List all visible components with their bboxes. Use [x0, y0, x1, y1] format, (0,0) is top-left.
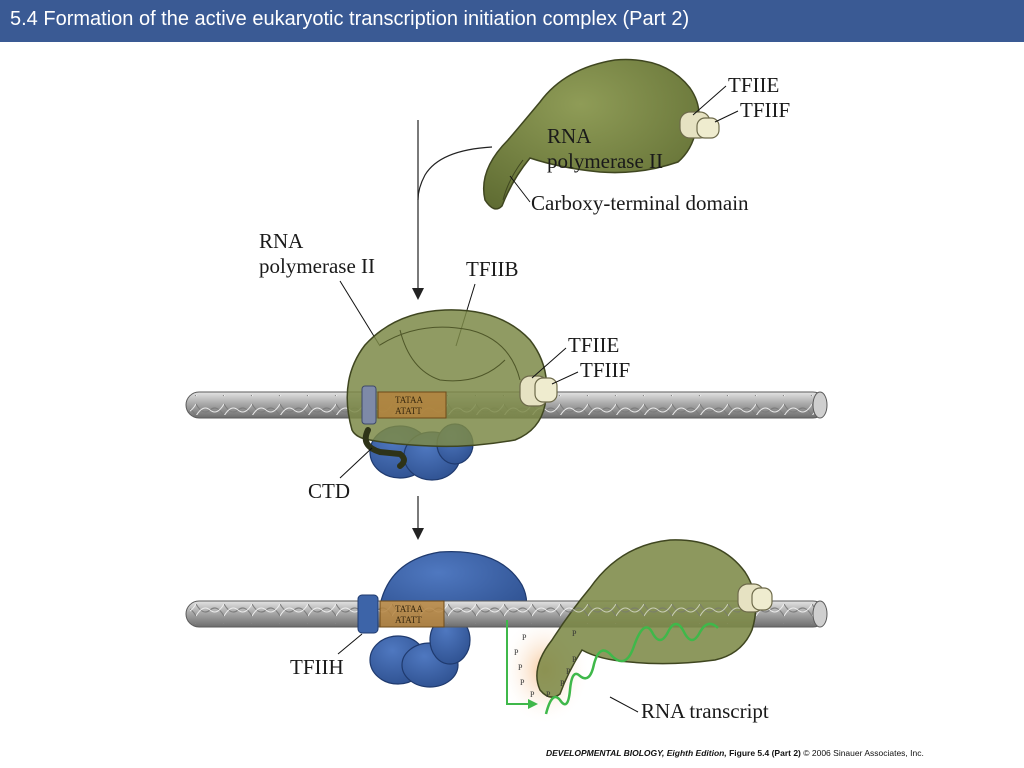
credit-book: DEVELOPMENTAL BIOLOGY, Eighth Edition,	[546, 748, 727, 758]
top-tfiif-label: TFIIF	[740, 98, 790, 122]
tfiib-outline	[379, 326, 521, 382]
top-tfiie-leader	[692, 85, 727, 116]
mid-ctd-hook	[362, 427, 407, 469]
carboxy-terminal-domain-label: Carboxy-terminal domain	[531, 191, 749, 215]
bottom-tata-top: TATAA	[395, 604, 424, 614]
bottom-tfiid-clamp	[357, 594, 379, 634]
top-tfiie-tfiif-blob	[679, 111, 720, 139]
credit-copyright: © 2006 Sinauer Associates, Inc.	[803, 748, 924, 758]
mid-tfiie-tfiif-blob	[519, 375, 558, 407]
tfiih-leader	[337, 633, 363, 655]
bottom-tata-box	[379, 600, 445, 628]
top-polymerase-label: polymerase II	[547, 149, 663, 173]
top-tfiie-label: TFIIE	[728, 73, 779, 97]
credit-figure: Figure 5.4 (Part 2)	[726, 748, 804, 758]
ctd-label: CTD	[308, 479, 350, 503]
svg-text:P: P	[572, 655, 577, 664]
transcription-diagram: TFIIE TFIIF RNA polymerase II Carboxy-te…	[185, 58, 828, 725]
mid-tfiie-leader	[531, 347, 567, 379]
ctd-short-leader	[339, 447, 373, 479]
bottom-dna-inside	[570, 604, 740, 624]
figure-credit: DEVELOPMENTAL BIOLOGY, Eighth Edition, F…	[546, 748, 924, 758]
mid-tfiif-leader	[551, 371, 579, 385]
mid-rna-polymerase-body	[346, 309, 548, 448]
svg-text:P: P	[522, 633, 527, 642]
top-polymerase-group	[482, 58, 720, 210]
transcription-start-arrow	[506, 620, 530, 705]
svg-text:P: P	[546, 690, 551, 699]
svg-text:P: P	[566, 667, 571, 676]
merge-curve	[417, 146, 493, 201]
rna-transcript-label: RNA transcript	[641, 699, 769, 723]
mid-tata-bottom: ATATT	[395, 406, 422, 416]
arrow-2-head	[412, 528, 424, 540]
svg-text:P: P	[514, 648, 519, 657]
arrow-1-head	[412, 288, 424, 300]
svg-text:P: P	[530, 690, 535, 699]
svg-text:P: P	[560, 679, 565, 688]
mid-polymerase-leader	[339, 280, 381, 347]
bottom-tfiie-tfiif-blob	[737, 583, 773, 613]
mid-tfiie-label: TFIIE	[568, 333, 619, 357]
phospho-marks: P P P P P P P P P P	[514, 629, 577, 699]
svg-text:P: P	[572, 629, 577, 638]
mid-tbp-clamp	[361, 385, 377, 425]
bottom-tata-bottom: ATATT	[395, 615, 422, 625]
mid-tfiif-label: TFIIF	[580, 358, 630, 382]
mid-tata-box	[377, 391, 447, 419]
top-ctd-tail	[502, 159, 524, 201]
rna-transcript-strand	[544, 622, 719, 715]
ctd-leader	[509, 175, 531, 203]
slide-title: 5.4 Formation of the active eukaryotic t…	[10, 8, 690, 30]
svg-text:P: P	[520, 678, 525, 687]
mid-rna-label: RNA	[259, 229, 304, 253]
tfiib-label: TFIIB	[466, 257, 519, 281]
title-bar: 5.4 Formation of the active eukaryotic t…	[0, 0, 1024, 42]
mid-polymerase-label: polymerase II	[259, 254, 375, 278]
svg-text:P: P	[518, 663, 523, 672]
tfiih-label: TFIIH	[290, 655, 344, 679]
transcription-start-arrowhead	[528, 699, 538, 709]
rna-transcript-leader	[609, 696, 639, 713]
top-rna-label: RNA	[547, 124, 592, 148]
mid-tata-top: TATAA	[395, 395, 424, 405]
top-tfiif-leader	[714, 110, 739, 123]
